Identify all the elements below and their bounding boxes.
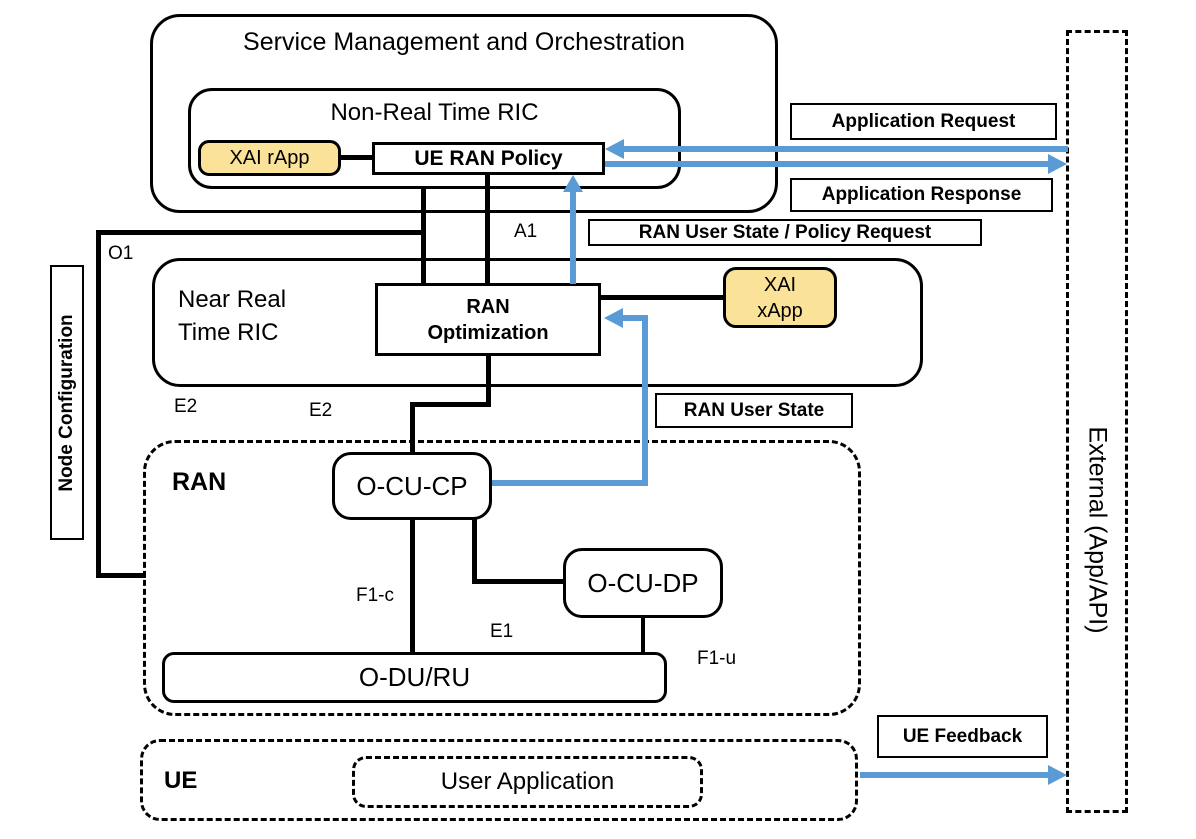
- a1-line-right: [485, 173, 490, 285]
- f1u-line: [641, 616, 645, 654]
- o-cu-dp-label: O-CU-DP: [587, 567, 699, 598]
- application-request-label: Application Request: [790, 103, 1057, 140]
- e2-line-horizontal: [410, 402, 491, 407]
- application-response-label: Application Response: [790, 178, 1053, 212]
- f1c-label: F1-c: [356, 585, 394, 606]
- policy-request-arrowhead: [563, 175, 583, 192]
- external-box: External (App/API): [1066, 30, 1128, 813]
- user-application-box: User Application: [352, 756, 703, 808]
- xai-xapp-box: XAI xApp: [723, 267, 837, 328]
- ran-user-state-line-vertical: [642, 315, 648, 486]
- ran-optimization-box: RAN Optimization: [375, 283, 601, 356]
- application-response-line: [605, 161, 1049, 167]
- e2-left-label: E2: [174, 396, 198, 417]
- o1-line-bottom: [96, 573, 146, 578]
- e1-line-horizontal: [472, 579, 565, 584]
- policy-request-line: [570, 190, 576, 284]
- ranopt-xapp-connector: [599, 295, 725, 300]
- user-application-label: User Application: [440, 768, 615, 795]
- node-configuration-box: Node Configuration: [50, 265, 84, 540]
- ue-ran-policy-box: UE RAN Policy: [372, 142, 605, 175]
- e2-line-vertical-upper: [486, 355, 491, 407]
- rapp-policy-connector: [338, 155, 374, 160]
- f1c-line: [410, 518, 415, 654]
- application-request-line: [622, 146, 1068, 152]
- o1-line-top: [96, 230, 426, 235]
- ue-feedback-arrowhead: [1048, 765, 1067, 785]
- external-label: External (App/API): [1083, 426, 1112, 634]
- ran-user-state-policy-request-label: RAN User State / Policy Request: [588, 219, 982, 246]
- f1u-label: F1-u: [697, 648, 737, 669]
- e2-line-vertical-lower: [410, 402, 415, 454]
- o-du-ru-box: O-DU/RU: [162, 652, 667, 703]
- ue-feedback-label: UE Feedback: [877, 715, 1048, 758]
- xai-rapp-label: XAI rApp: [229, 146, 310, 169]
- node-configuration-label: Node Configuration: [56, 313, 77, 492]
- ue-feedback-line: [860, 772, 1049, 778]
- ran-user-state-line-top: [622, 315, 648, 321]
- non-rt-ric-title: Non-Real Time RIC: [330, 99, 539, 126]
- o-du-ru-label: O-DU/RU: [358, 662, 471, 692]
- smo-title: Service Management and Orchestration: [243, 28, 685, 56]
- ue-ran-policy-label: UE RAN Policy: [414, 146, 563, 170]
- ran-user-state-arrowhead: [604, 308, 623, 328]
- o-cu-dp-box: O-CU-DP: [563, 548, 723, 618]
- o1-label: O1: [108, 243, 134, 264]
- o1-line-vertical: [96, 230, 101, 578]
- near-rt-ric-title: Near Real Time RIC: [178, 286, 287, 346]
- ran-group-title: RAN: [172, 468, 227, 496]
- e1-line-vertical: [472, 518, 477, 584]
- a1-label: A1: [514, 221, 538, 242]
- o-cu-cp-box: O-CU-CP: [332, 452, 492, 520]
- ue-group-title: UE: [164, 767, 198, 794]
- application-request-arrowhead: [605, 139, 624, 159]
- o-cu-cp-label: O-CU-CP: [356, 470, 468, 501]
- xai-rapp-box: XAI rApp: [198, 140, 341, 176]
- e2-right-label: E2: [309, 400, 333, 421]
- ran-optimization-label: RAN: [466, 295, 510, 318]
- e1-label: E1: [490, 621, 514, 642]
- xai-xapp-label: XAI: [763, 273, 797, 296]
- ran-user-state-line-bottom: [492, 480, 648, 486]
- ran-user-state-label: RAN User State: [655, 393, 853, 428]
- application-response-arrowhead: [1048, 154, 1067, 174]
- a1-line-left: [421, 187, 426, 285]
